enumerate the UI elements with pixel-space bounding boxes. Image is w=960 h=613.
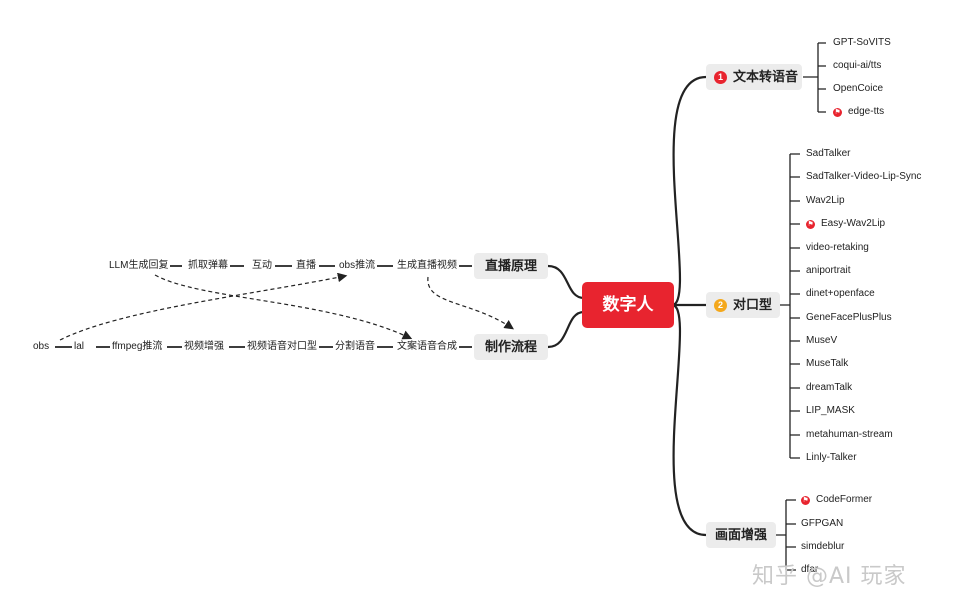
process-item[interactable]: ffmpeg推流	[110, 340, 165, 354]
lipsync-item[interactable]: video-retaking	[804, 241, 871, 255]
process-item[interactable]: 文案语音合成	[395, 340, 459, 354]
live-item[interactable]: 互动	[250, 259, 274, 273]
flag-icon: ⚑	[801, 496, 810, 505]
lipsync-item[interactable]: SadTalker-Video-Lip-Sync	[804, 170, 924, 184]
process-item[interactable]: lal	[72, 340, 87, 354]
central-topic[interactable]: 数字人	[582, 282, 674, 328]
lipsync-item[interactable]: SadTalker	[804, 147, 853, 161]
live-item[interactable]: obs推流	[337, 259, 378, 273]
branch-lipsync-label: 对口型	[733, 297, 773, 312]
branch-process[interactable]: 制作流程	[474, 334, 548, 360]
lipsync-item[interactable]: dreamTalk	[804, 381, 855, 395]
relation-live-to-process	[427, 276, 514, 330]
watermark: 知乎 @AI 玩家	[752, 564, 907, 589]
flag-icon: ⚑	[806, 220, 815, 229]
branch-enhance[interactable]: 画面增强	[706, 522, 776, 548]
bracket-tts	[803, 42, 826, 113]
bracket-lipsync	[780, 153, 800, 459]
live-item[interactable]: 生成直播视频	[395, 259, 459, 273]
enhance-item[interactable]: ⚑CodeFormer	[799, 493, 875, 507]
branch-tts[interactable]: 1 文本转语音	[706, 64, 802, 90]
connector-process	[547, 310, 585, 349]
process-item[interactable]: 视频语音对口型	[245, 340, 319, 354]
process-item[interactable]: 分割语音	[333, 340, 377, 354]
enhance-item[interactable]: dfar	[799, 563, 821, 577]
branch-lipsync[interactable]: 2 对口型	[706, 292, 780, 318]
lipsync-item[interactable]: Wav2Lip	[804, 194, 847, 208]
lipsync-item[interactable]: aniportrait	[804, 264, 853, 278]
branch-tts-label: 文本转语音	[733, 69, 799, 84]
process-item[interactable]: obs	[31, 340, 52, 354]
priority-1-icon: 1	[714, 71, 727, 84]
tts-item[interactable]: coqui-ai/tts	[831, 59, 884, 73]
lipsync-item[interactable]: MuseV	[804, 334, 840, 348]
connector-enhance	[671, 303, 707, 537]
tts-item[interactable]: GPT-SoVITS	[831, 36, 893, 50]
branch-live[interactable]: 直播原理	[474, 253, 548, 279]
lipsync-item[interactable]: Linly-Talker	[804, 451, 859, 465]
enhance-item[interactable]: GFPGAN	[799, 517, 846, 531]
tts-item[interactable]: ⚑edge-tts	[831, 105, 887, 119]
lipsync-item[interactable]: LIP_MASK	[804, 404, 857, 418]
relation-llm-to-tts	[154, 274, 413, 340]
live-item[interactable]: 直播	[294, 259, 318, 273]
tts-item[interactable]: OpenCoice	[831, 82, 886, 96]
lipsync-item[interactable]: dinet+openface	[804, 287, 877, 301]
relation-obs-to-obs-push	[59, 272, 348, 341]
flag-icon: ⚑	[833, 108, 842, 117]
connector-live	[547, 264, 585, 300]
bracket-enhance	[775, 499, 796, 571]
lipsync-item[interactable]: ⚑Easy-Wav2Lip	[804, 217, 888, 231]
connector-tts	[671, 75, 707, 307]
lipsync-item[interactable]: metahuman-stream	[804, 428, 895, 442]
live-item[interactable]: LLM生成回复	[107, 259, 171, 273]
priority-2-icon: 2	[714, 299, 727, 312]
process-item[interactable]: 视频增强	[182, 340, 226, 354]
lipsync-item[interactable]: MuseTalk	[804, 357, 851, 371]
live-item[interactable]: 抓取弹幕	[186, 259, 230, 273]
lipsync-item[interactable]: GeneFacePlusPlus	[804, 311, 894, 325]
enhance-item[interactable]: simdeblur	[799, 540, 847, 554]
